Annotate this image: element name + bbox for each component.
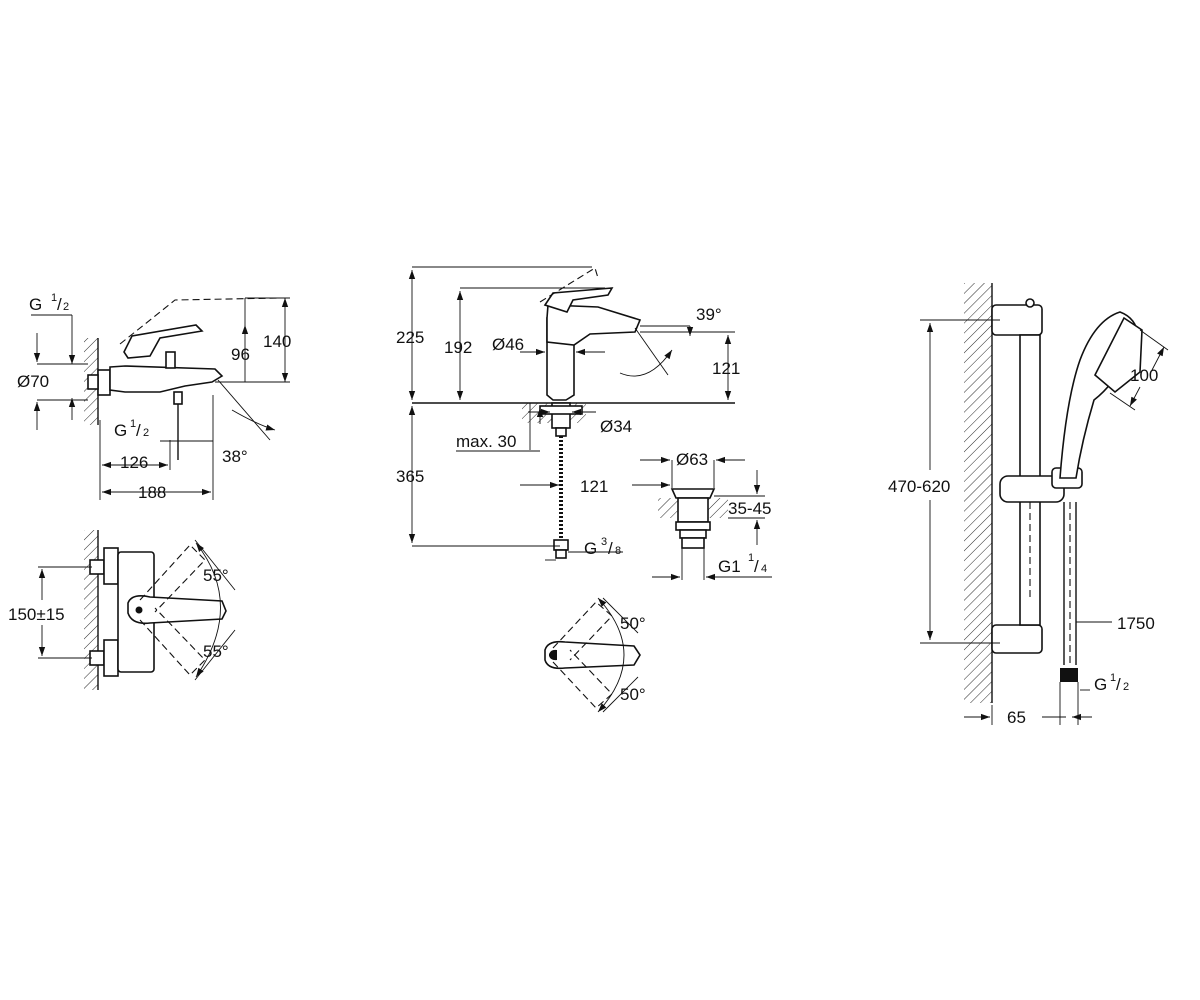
spout-angle-arc (231, 409, 276, 431)
waste-thread-den: 4 (761, 563, 767, 575)
shower-head-dia-label: 100 (1130, 366, 1158, 385)
basin-waste-offset-label: 121 (580, 477, 608, 496)
basin-connection-den: 8 (615, 545, 621, 557)
bath-rosette-dia-label: Ø70 (17, 372, 49, 391)
waste-body (677, 497, 709, 523)
waste-hatch-left (658, 498, 680, 518)
bath-inlet-top-slash: / (57, 295, 62, 314)
bath-inlet-bottom-num: 1 (130, 418, 136, 430)
basin-top-lever (544, 640, 641, 670)
hose-outlet (173, 391, 183, 405)
waste-thread-slash: / (754, 557, 759, 576)
basin-swing-upper-label: 50° (620, 614, 646, 633)
waste-thread-num: 1 (748, 552, 754, 564)
shower-rail-range-label: 470-620 (888, 477, 950, 496)
diverter-knob (165, 351, 176, 369)
basin-connector (553, 539, 569, 551)
front-lever (127, 595, 227, 625)
waste-plug (670, 488, 716, 499)
bath-inlet-top-den: 2 (63, 301, 69, 313)
waste-dia-label: Ø63 (676, 450, 708, 469)
shower-thread-slash: / (1116, 675, 1121, 694)
shower-wall-hatch (964, 283, 992, 703)
waste-range-label: 35-45 (728, 499, 771, 518)
basin-top-cap-mark (549, 649, 557, 661)
bath-spout-angle-label: 38° (222, 447, 248, 466)
basin-max-deck-label: max. 30 (456, 432, 516, 451)
basin-body-dia-label: Ø46 (492, 335, 524, 354)
basin-mixer-spout (546, 304, 642, 346)
basin-connection-num: 3 (601, 536, 607, 548)
shower-thread-num: 1 (1110, 672, 1116, 684)
bath-centres-label: 150±15 (8, 605, 65, 624)
eccentric-lower (89, 650, 105, 666)
rosette (97, 369, 111, 396)
front-swing-arc (195, 542, 221, 678)
basin-height-192-label: 192 (444, 338, 472, 357)
bath-dim-126-label: 126 (120, 453, 148, 472)
bath-inlet-top-g: G (29, 295, 42, 314)
bath-height-96-label: 96 (231, 345, 250, 364)
shower-set: 470-620 100 1750 G 1 / 2 65 (888, 283, 1169, 727)
bath-inlet-bottom-g: G (114, 421, 127, 440)
basin-mixer-top-view: 50° 50° (544, 597, 646, 713)
basin-mixer-side-view: 225 192 Ø46 39° 121 Ø34 max. 30 365 121 … (396, 266, 740, 561)
basin-lever-open (539, 267, 599, 303)
lever-cap-dot (135, 606, 143, 614)
basin-swing-lower-label: 50° (620, 685, 646, 704)
shower-head-face (1094, 316, 1143, 394)
bath-mixer-front-view: 150±15 55° 55° (8, 530, 236, 690)
bath-height-140-label: 140 (263, 332, 291, 351)
waste-thread-g: G1 (718, 557, 741, 576)
bath-mixer-lever (123, 324, 204, 359)
bath-mixer-side-view: G 1 / 2 Ø70 96 140 G 1 / 2 126 38° 188 (17, 292, 291, 502)
hose-nut (1060, 668, 1078, 682)
bath-inlet-bottom-den: 2 (143, 427, 149, 439)
rail-slider (999, 475, 1065, 503)
rail-bracket-bottom (991, 624, 1043, 654)
basin-connection-slash: / (608, 539, 613, 558)
basin-mixer-lever (543, 287, 614, 313)
shower-hose-length-label: 1750 (1117, 614, 1155, 633)
shower-wall-offset-label: 65 (1007, 708, 1026, 727)
waste-hatch-right (706, 498, 728, 518)
bath-mixer-body (109, 365, 224, 393)
basin-connection-g: G (584, 539, 597, 558)
eccentric-upper (89, 559, 105, 575)
bath-swing-lower-label: 55° (203, 642, 229, 661)
basin-swing-arc (597, 597, 625, 713)
basin-hose-length-label: 365 (396, 467, 424, 486)
shower-thread-g: G (1094, 675, 1107, 694)
eccentric-nut (87, 374, 99, 390)
pop-up-waste: Ø63 35-45 G1 1 / 4 (640, 450, 772, 581)
lever-open-position (119, 297, 281, 345)
basin-shank-dia-label: Ø34 (600, 417, 632, 436)
shower-thread-den: 2 (1123, 681, 1129, 693)
basin-spout-reach-label: 121 (712, 359, 740, 378)
bath-inlet-top-num: 1 (51, 292, 57, 304)
basin-spout-angle-label: 39° (696, 305, 722, 324)
bath-inlet-bottom-slash: / (136, 421, 141, 440)
bath-swing-upper-label: 55° (203, 566, 229, 585)
basin-height-225-label: 225 (396, 328, 424, 347)
bath-dim-188-label: 188 (138, 483, 166, 502)
